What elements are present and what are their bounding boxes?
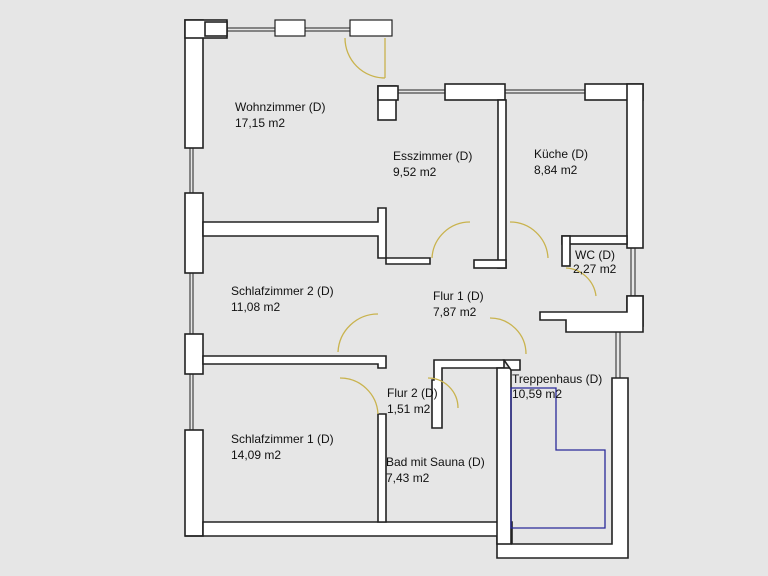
wall-schlaf2-schlaf1 [202, 355, 387, 369]
window-top-1 [274, 19, 306, 37]
room-area-schlafzimmer2: 11,08 m2 [231, 300, 280, 314]
room-name-schlafzimmer2: Schlafzimmer 2 (D) [231, 284, 334, 298]
room-name-wc: WC (D) [575, 248, 615, 262]
wall-treppe-corner [502, 359, 521, 371]
door-arc-flur1 [489, 317, 527, 355]
wall-wc-left [561, 235, 571, 267]
room-area-flur2: 1,51 m2 [387, 402, 431, 416]
interior-walls [202, 99, 628, 545]
wall-right-step [539, 295, 644, 333]
room-name-flur1: Flur 1 (D) [433, 289, 484, 303]
door-arc-kueche [509, 221, 549, 259]
room-name-bad: Bad mit Sauna (D) [386, 455, 485, 469]
room-area-esszimmer: 9,52 m2 [393, 165, 437, 179]
room-area-treppenhaus: 10,59 m2 [512, 387, 562, 401]
wall-ess-top [377, 85, 399, 101]
door-arc-schlafzimmer1 [339, 377, 379, 415]
wall-top-left-2 [204, 21, 228, 37]
door-arcs [337, 37, 597, 415]
room-name-flur2: Flur 2 (D) [387, 386, 438, 400]
wall-left-bottom [184, 429, 204, 537]
staircase-outline [510, 387, 606, 529]
room-area-wc: 2,27 m2 [573, 262, 617, 276]
room-area-schlafzimmer1: 14,09 m2 [231, 448, 281, 462]
wall-ess-flur-foot [473, 259, 507, 269]
room-labels: Wohnzimmer (D) 17,15 m2 Esszimmer (D) 9,… [231, 100, 617, 485]
door-arc-esszimmer [431, 221, 471, 259]
door-arc-bad [427, 377, 459, 409]
window-top-2 [349, 19, 393, 37]
wall-kueche-wc [561, 235, 628, 245]
room-area-wohnzimmer: 17,15 m2 [235, 116, 285, 130]
wall-flur2-top [431, 359, 505, 429]
room-name-schlafzimmer1: Schlafzimmer 1 (D) [231, 432, 334, 446]
wall-left-mid-1 [184, 192, 204, 274]
wall-right-kitchen [626, 83, 644, 249]
wall-left-top [184, 19, 204, 149]
wall-wohn-schlaf2 [202, 207, 431, 265]
room-name-esszimmer: Esszimmer (D) [393, 149, 472, 163]
room-name-kueche: Küche (D) [534, 147, 588, 161]
door-arc-wc [565, 267, 597, 297]
room-area-bad: 7,43 m2 [386, 471, 430, 485]
wall-bottom [185, 377, 629, 559]
wall-left-mid-2 [184, 333, 204, 375]
door-arc-wohnzimmer [344, 37, 386, 79]
wall-bad-treppe [496, 367, 512, 545]
room-area-flur1: 7,87 m2 [433, 305, 477, 319]
wall-flur2-left [377, 413, 387, 523]
room-name-wohnzimmer: Wohnzimmer (D) [235, 100, 325, 114]
wall-top-right-1 [444, 83, 506, 101]
door-arc-schlafzimmer2 [337, 313, 379, 353]
outer-walls [184, 19, 644, 559]
room-name-treppenhaus: Treppenhaus (D) [512, 372, 602, 386]
wall-ess-flur [497, 99, 507, 269]
room-area-kueche: 8,84 m2 [534, 163, 578, 177]
